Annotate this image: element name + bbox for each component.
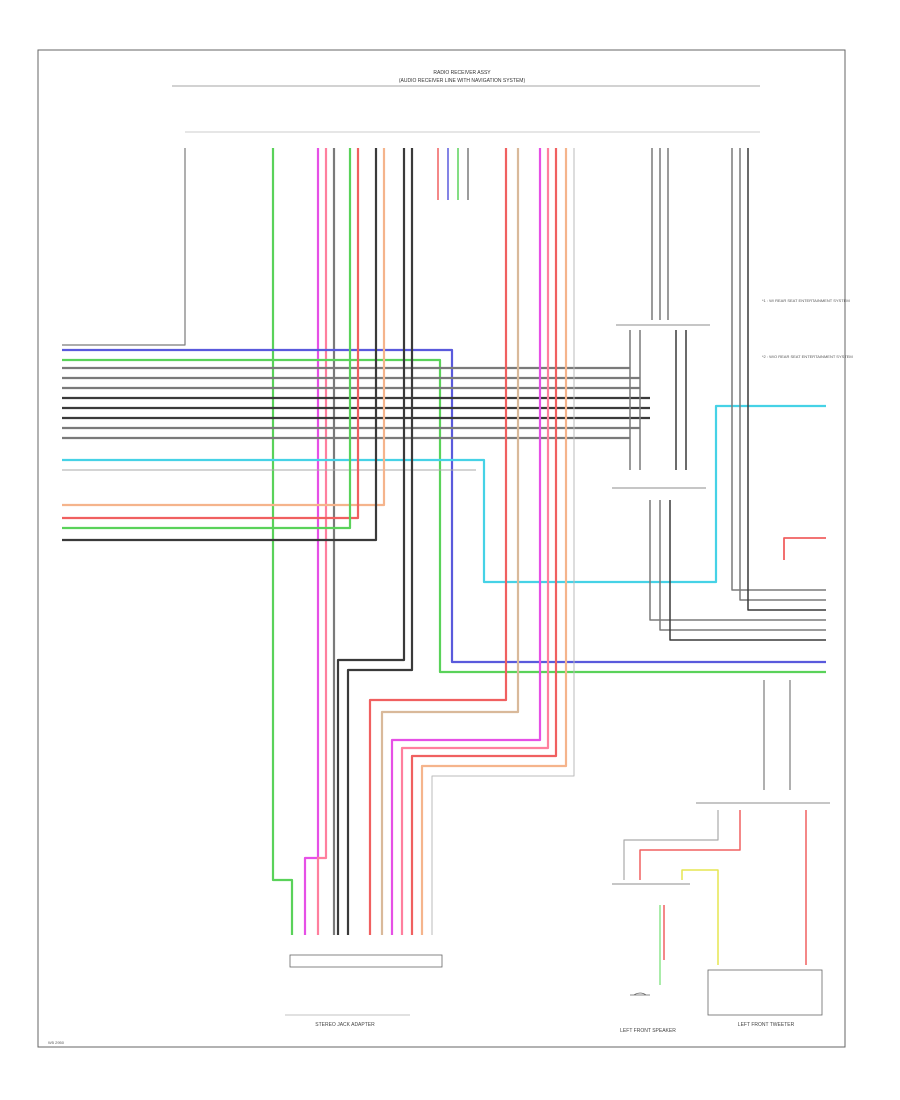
wires xyxy=(62,148,826,985)
note-2: *2 : W/O REAR SEAT ENTERTAINMENT SYSTEM xyxy=(762,354,853,359)
wire-far-r2 xyxy=(739,148,826,601)
wire-gray-v-thin xyxy=(431,148,575,935)
footer-code: W5 2950 xyxy=(48,1040,65,1045)
wire-gray-1 xyxy=(62,148,186,346)
junctions xyxy=(289,324,830,1016)
wire-spk-gray xyxy=(623,810,719,880)
label-stereo-jack: STEREO JACK ADAPTER xyxy=(315,1022,375,1028)
wire-lower-r3 xyxy=(669,500,826,641)
wire-orange-v xyxy=(420,148,568,935)
wire-spk-red xyxy=(639,810,741,880)
wire-spk-yellow xyxy=(681,869,719,965)
wire-magenta-1 xyxy=(303,148,320,935)
wire-red-left xyxy=(62,148,360,520)
header-subtitle: (AUDIO RECEIVER LINE WITH NAVIGATION SYS… xyxy=(399,78,526,84)
label-left-front-tweeter: LEFT FRONT TWEETER xyxy=(738,1022,795,1028)
wire-dark-left xyxy=(62,148,378,542)
wire-green-left xyxy=(62,148,352,530)
label-left-front-speaker: LEFT FRONT SPEAKER xyxy=(620,1028,676,1034)
note-1: *1 : W/ REAR SEAT ENTERTAINMENT SYSTEM xyxy=(762,298,850,303)
wire-red-v xyxy=(368,148,508,935)
wire-far-r3 xyxy=(747,148,826,611)
speaker-icon xyxy=(630,992,650,996)
wire-blue-bus xyxy=(62,348,826,664)
wire-dark-v1 xyxy=(336,148,406,935)
header-title: RADIO RECEIVER ASSY xyxy=(433,70,491,76)
wire-lower-r2 xyxy=(659,500,826,631)
wire-lower-r1 xyxy=(649,500,826,621)
wire-red-audio xyxy=(783,537,826,560)
wire-cyan xyxy=(62,404,826,584)
wire-pink-1 xyxy=(316,148,328,935)
wire-green-1 xyxy=(271,148,294,935)
wire-orange-left xyxy=(62,148,386,507)
diagram-frame xyxy=(37,49,846,1048)
wire-magenta-v xyxy=(390,148,542,935)
wire-far-r1 xyxy=(731,148,826,591)
wire-green-bus xyxy=(62,358,826,674)
wire-dark-v2 xyxy=(346,148,414,935)
wire-pink-v xyxy=(400,148,550,935)
wire-tan-v xyxy=(380,148,520,935)
wire-red-v2 xyxy=(410,148,558,935)
